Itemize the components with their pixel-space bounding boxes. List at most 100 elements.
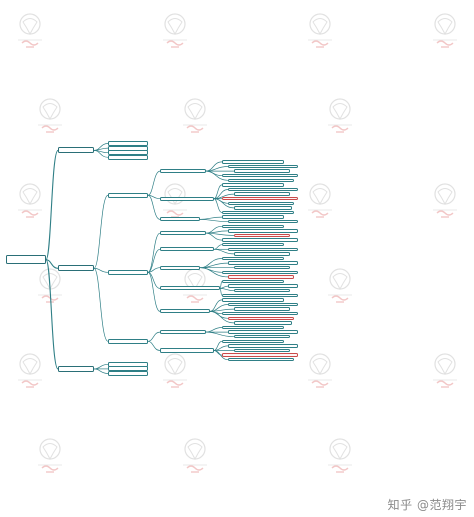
- watermark-logo-icon: [157, 350, 193, 390]
- branch-node: [222, 293, 298, 298]
- connector-line: [93, 150, 109, 158]
- main-branch-node: [58, 365, 94, 372]
- branch-node: [108, 366, 148, 372]
- branch-node: [234, 169, 290, 173]
- watermark-logo-icon: [32, 265, 68, 305]
- branch-node: [228, 187, 298, 192]
- connector-line: [147, 340, 161, 351]
- watermark-logo-icon: [427, 10, 463, 50]
- watermark-logo-icon: [32, 435, 68, 475]
- branch-node: [108, 361, 148, 367]
- branch-node: [222, 279, 284, 284]
- watermark-logo-icon: [12, 180, 48, 220]
- branch-node: [234, 252, 290, 256]
- connector-line: [147, 232, 161, 273]
- connector-line: [147, 194, 161, 200]
- connector-line: [213, 198, 223, 213]
- watermark-logo-icon: [427, 350, 463, 390]
- watermark-logo-icon: [157, 10, 193, 50]
- branch-node: [108, 141, 148, 146]
- connector-line: [213, 350, 229, 361]
- branch-node: [222, 210, 294, 215]
- connector-line: [205, 170, 229, 181]
- branch-node: [160, 348, 214, 353]
- branch-node: [228, 229, 298, 233]
- branch-node: [228, 261, 298, 265]
- branch-node: [228, 284, 298, 288]
- branch-node: [108, 192, 148, 198]
- main-branch-node: [58, 265, 94, 272]
- connector-line: [147, 267, 161, 273]
- connector-line: [199, 267, 229, 278]
- branch-node: [108, 371, 148, 376]
- root-node: [6, 255, 46, 265]
- watermark-logo-icon: [302, 10, 338, 50]
- connector-line: [205, 331, 235, 338]
- watermark-logo-icon: [302, 350, 338, 390]
- branch-node: [222, 160, 284, 164]
- branch-node: [108, 154, 148, 160]
- branch-node: [108, 269, 148, 275]
- branch-node: [222, 256, 284, 261]
- watermark-logo-icon: [322, 435, 358, 475]
- branch-node: [234, 265, 290, 270]
- branch-node: [228, 178, 294, 183]
- branch-node: [222, 242, 284, 247]
- branch-node: [222, 339, 284, 344]
- branch-node: [160, 330, 206, 335]
- branch-node: [222, 173, 298, 178]
- watermark-logo-icon: [322, 95, 358, 135]
- connector-line: [147, 331, 161, 342]
- watermark-logo-icon: [177, 435, 213, 475]
- watermark-logo-icon: [302, 180, 338, 220]
- connector-line: [93, 267, 109, 342]
- connector-line: [147, 170, 161, 196]
- branch-node: [160, 217, 200, 222]
- branch-node: [222, 224, 284, 229]
- branch-node: [108, 150, 148, 156]
- branch-node: [234, 307, 290, 311]
- branch-node: [222, 311, 298, 316]
- connector-line: [213, 198, 235, 209]
- connector-line: [147, 271, 161, 312]
- main-branch-node: [58, 147, 94, 154]
- watermark-logo-icon: [427, 180, 463, 220]
- branch-node: [108, 145, 148, 151]
- connector-line: [93, 267, 109, 273]
- watermark-logo-icon: [322, 265, 358, 305]
- connector-line: [219, 288, 223, 296]
- watermark-logo-icon: [177, 95, 213, 135]
- branch-node: [222, 325, 284, 330]
- connector-line: [93, 194, 109, 269]
- connector-line: [45, 259, 59, 370]
- watermark-logo-icon: [32, 95, 68, 135]
- connector-line: [147, 248, 161, 273]
- branch-node: [160, 309, 210, 314]
- author-credit: 知乎 @范翔宇: [387, 498, 467, 512]
- branch-node: [160, 247, 214, 252]
- branch-node: [228, 247, 298, 252]
- branch-node: [222, 238, 298, 242]
- connector-line: [45, 149, 59, 261]
- branch-node: [234, 334, 290, 339]
- branch-node: [222, 298, 284, 302]
- connector-line: [205, 232, 235, 236]
- branch-node: [108, 338, 148, 344]
- branch-node: [222, 196, 298, 201]
- connector-line: [45, 259, 59, 269]
- branch-node: [228, 201, 294, 206]
- branch-node: [228, 164, 298, 169]
- branch-node: [160, 169, 206, 174]
- branch-node: [222, 215, 284, 219]
- branch-node: [222, 353, 298, 357]
- branch-node: [228, 316, 294, 321]
- connector-line: [93, 368, 109, 374]
- connector-line: [147, 194, 161, 220]
- branch-node: [234, 288, 290, 293]
- branch-node: [234, 321, 292, 325]
- watermark-logo-icon: [12, 350, 48, 390]
- branch-node: [234, 348, 290, 353]
